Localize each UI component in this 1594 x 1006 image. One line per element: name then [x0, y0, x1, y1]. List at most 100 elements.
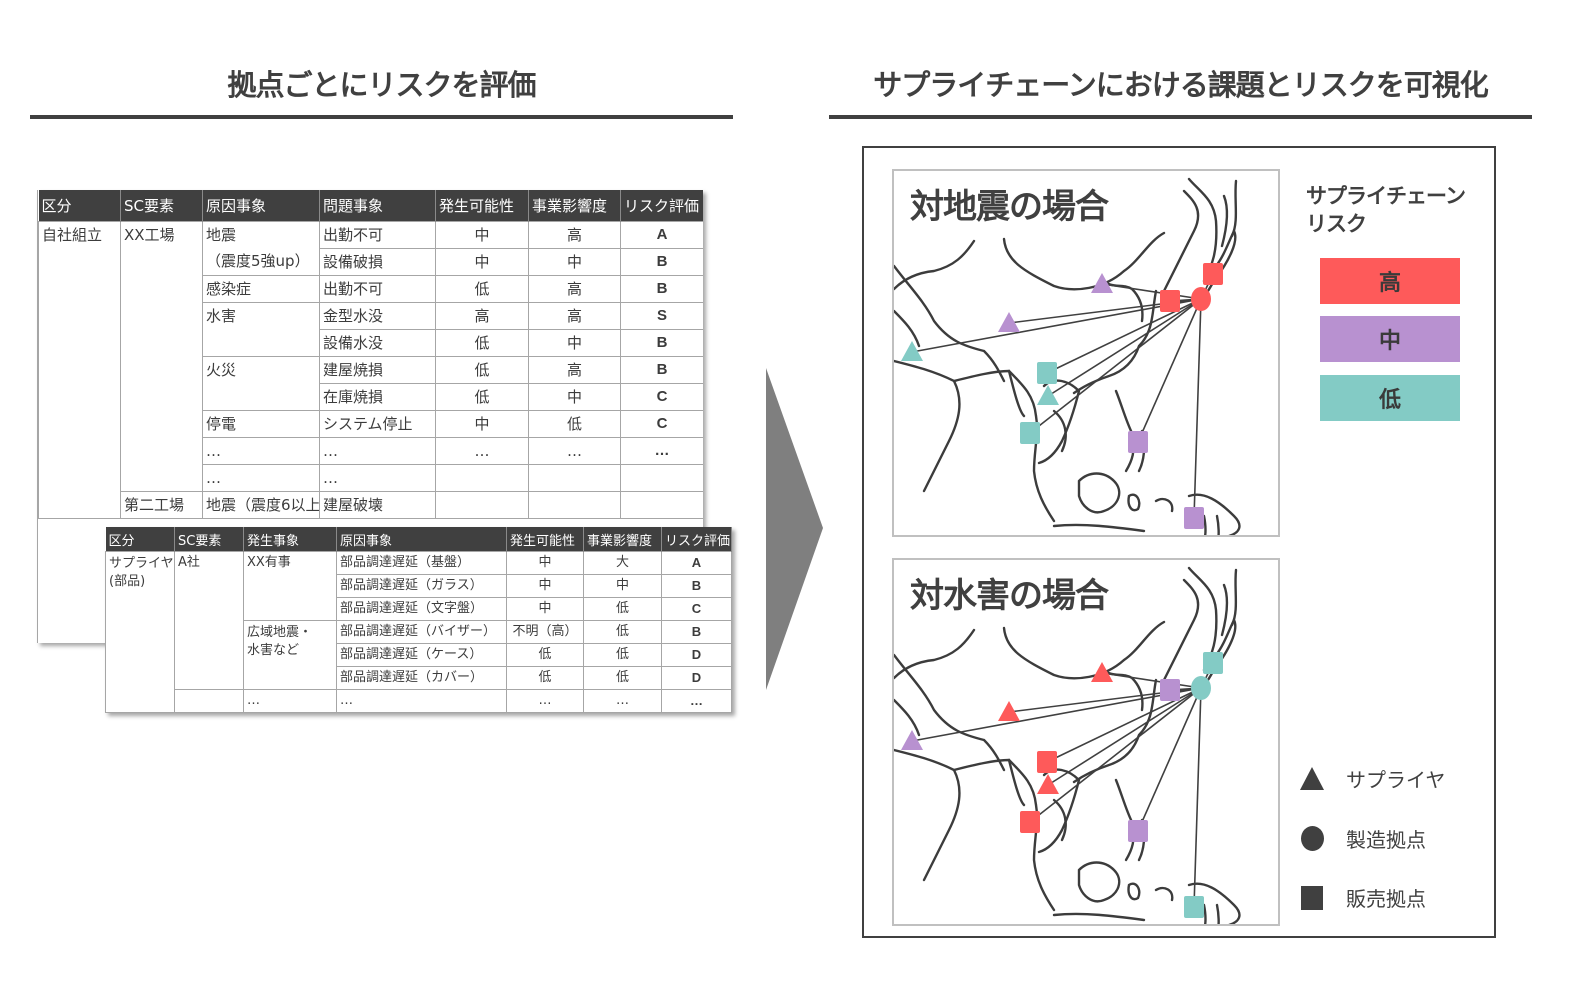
cell-impact: 中	[583, 574, 662, 598]
cell-risk: …	[661, 689, 732, 713]
cell-impact: 高	[528, 275, 621, 303]
col-header-risk: リスク評価	[661, 527, 732, 552]
circle-icon	[1300, 826, 1324, 851]
legend-sales: 販売拠点	[1300, 883, 1426, 912]
cell-likelihood: 不明（高）	[506, 620, 584, 644]
cell-cause: 部品調達遅延（文字盤）	[336, 597, 507, 621]
supplier-risk-table: 区分 SC要素 発生事象 原因事象 発生可能性 事業影響度 リスク評価 サプライ…	[105, 527, 732, 713]
supplier-marker-icon	[1037, 774, 1059, 794]
cell-problem: 金型水没	[319, 302, 436, 330]
cell-risk: B	[661, 620, 732, 644]
cell-problem: …	[319, 464, 436, 492]
factory-marker-icon	[1191, 676, 1211, 700]
supply-link-line	[1029, 298, 1202, 434]
sales-marker-icon	[1037, 751, 1057, 773]
supply-chain-risk-panel: 対地震の場合 対水害の場合 サプライチェーン リスク 高 中 低 サプライヤ 製…	[862, 146, 1496, 938]
col-header-sc-element: SC要素	[120, 190, 203, 222]
square-icon	[1300, 885, 1324, 910]
supply-link-line	[911, 298, 1202, 353]
cell-cause: 水害	[202, 302, 320, 357]
cell-likelihood: 低	[435, 383, 529, 411]
flow-arrow-icon	[766, 368, 823, 690]
col-header-problem: 問題事象	[319, 190, 436, 222]
cell-impact	[528, 491, 621, 519]
sales-marker-icon	[1128, 820, 1148, 842]
legend-sales-label: 販売拠点	[1346, 887, 1426, 911]
cell-risk: D	[661, 643, 732, 667]
cell-risk: B	[620, 329, 703, 357]
earthquake-map: 対地震の場合	[892, 169, 1280, 537]
supplier-marker-icon	[1091, 273, 1113, 293]
cell-impact: …	[528, 437, 621, 465]
cell-impact: 高	[528, 221, 621, 249]
cell-impact: 低	[583, 643, 662, 667]
supply-link-line	[1029, 687, 1202, 823]
cell-problem: 出勤不可	[319, 275, 436, 303]
risk-legend-title: サプライチェーン リスク	[1306, 182, 1466, 238]
risk-level-mid: 中	[1320, 316, 1460, 362]
cell-cause: 火災	[202, 356, 320, 411]
cell-impact: …	[583, 689, 662, 713]
map-title: 対水害の場合	[910, 568, 1109, 617]
cell-cause: 部品調達遅延（バイザー）	[336, 620, 507, 644]
cell-problem: 建屋破壊	[319, 491, 436, 519]
sales-marker-icon	[1128, 431, 1148, 453]
right-section-rule	[829, 115, 1532, 119]
cell-problem: 在庫焼損	[319, 383, 436, 411]
cell-cause: …	[202, 437, 320, 465]
cell-likelihood: 高	[435, 302, 529, 330]
cell-risk: B	[620, 248, 703, 276]
cell-likelihood: 低	[506, 643, 584, 667]
cell-likelihood: …	[435, 437, 529, 465]
cell-impact: 中	[528, 329, 621, 357]
sales-marker-icon	[1184, 896, 1204, 918]
cell-problem: 設備破損	[319, 248, 436, 276]
asia-map-outline	[894, 177, 1241, 535]
map-title: 対地震の場合	[910, 179, 1109, 228]
cell-problem: 設備水没	[319, 329, 436, 357]
sales-marker-icon	[1203, 263, 1223, 285]
cell-risk: D	[661, 666, 732, 690]
cell-risk: A	[620, 221, 703, 249]
legend-supplier-label: サプライヤ	[1346, 768, 1446, 792]
left-section-title: 拠点ごとにリスクを評価	[227, 68, 536, 102]
cell-impact: 低	[583, 597, 662, 621]
cell-impact: 低	[583, 666, 662, 690]
cell-risk: B	[620, 356, 703, 384]
cell-problem: 出勤不可	[319, 221, 436, 249]
right-section-title: サプライチェーンにおける課題とリスクを可視化	[873, 68, 1489, 102]
cell-likelihood: 低	[435, 356, 529, 384]
cell-likelihood	[435, 491, 529, 519]
col-header-event: 発生事象	[243, 527, 337, 552]
supplier-marker-icon	[901, 341, 923, 361]
cell-cause: …	[336, 689, 507, 713]
cell-sc-element: 第二工場	[120, 491, 203, 519]
cell-problem: …	[319, 437, 436, 465]
cell-risk: C	[620, 383, 703, 411]
sales-marker-icon	[1184, 507, 1204, 529]
supply-link-line	[1047, 687, 1202, 786]
cell-risk	[620, 491, 703, 519]
cell-event: …	[243, 689, 337, 713]
sales-marker-icon	[1037, 362, 1057, 384]
sales-marker-icon	[1160, 290, 1180, 312]
supplier-marker-icon	[998, 312, 1020, 332]
col-header-cause: 原因事象	[202, 190, 320, 222]
supplier-marker-icon	[1091, 662, 1113, 682]
cell-likelihood: 中	[506, 597, 584, 621]
supplier-marker-icon	[998, 701, 1020, 721]
table-header-row: 区分 SC要素 発生事象 原因事象 発生可能性 事業影響度 リスク評価	[105, 527, 732, 552]
cell-likelihood: 低	[435, 275, 529, 303]
cell-sc-element	[174, 689, 244, 713]
cell-impact: 低	[583, 620, 662, 644]
supplier-marker-icon	[901, 730, 923, 750]
cell-likelihood: 中	[506, 574, 584, 598]
flood-map: 対水害の場合	[892, 558, 1280, 926]
